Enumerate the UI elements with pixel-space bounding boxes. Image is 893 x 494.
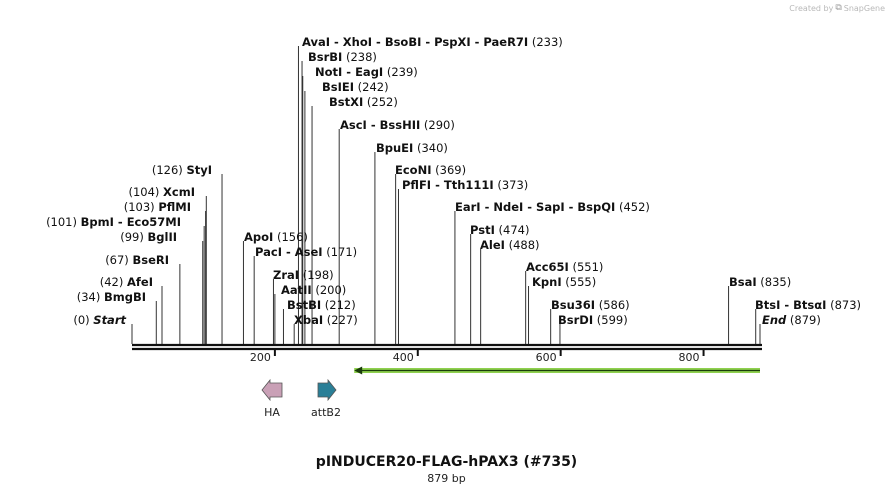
site-label-34: (34) BmgBI: [77, 290, 146, 304]
site-label-42: (42) AfeI: [100, 275, 153, 289]
site-label-340: BpuEI (340): [376, 141, 448, 155]
tick-label-200: 200: [250, 351, 271, 364]
snapgene-credit: Created by ⧉ SnapGene: [789, 3, 885, 13]
site-label-835: BsaI (835): [729, 275, 791, 289]
site-label-474: PstI (474): [470, 223, 529, 237]
tick-label-400: 400: [393, 351, 414, 364]
site-label-104: (104) XcmI: [128, 185, 195, 199]
site-label-586: Bsu36I (586): [551, 298, 630, 312]
sequence-backbone: [132, 343, 762, 351]
site-label-488: AleI (488): [480, 238, 540, 252]
end-label: End (879): [762, 313, 821, 327]
site-labels: AvaI - XhoI - BsoBI - PspXI - PaeR7I (23…: [46, 35, 861, 327]
tick-label-600: 600: [536, 351, 557, 364]
site-label-171: PacI - AseI (171): [255, 245, 357, 259]
credit-brand: SnapGene: [843, 3, 885, 13]
site-label-290: AscI - BssHII (290): [340, 118, 455, 132]
credit-prefix: Created by: [789, 3, 834, 13]
site-label-252: BstXI (252): [329, 95, 398, 109]
feature-label-attb2: attB2: [311, 406, 341, 419]
site-label-551: Acc65I (551): [526, 260, 603, 274]
site-label-156: ApoI (156): [244, 230, 308, 244]
site-label-238: BsrBI (238): [308, 50, 377, 64]
site-label-67: (67) BseRI: [105, 253, 169, 267]
site-label-227: XbaI (227): [294, 313, 358, 327]
site-label-452: EarI - NdeI - SapI - BspQI (452): [455, 200, 650, 214]
map-title: pINDUCER20-FLAG-hPAX3 (#735): [315, 454, 578, 470]
site-label-103: (103) PflMI: [124, 200, 191, 214]
site-label-99: (99) BglII: [120, 230, 177, 244]
start-label: (0) Start: [73, 313, 126, 327]
tick-label-800: 800: [679, 351, 700, 364]
site-label-126: (126) StyI: [152, 163, 212, 177]
site-label-101: (101) BpmI - Eco57MI: [46, 215, 181, 229]
site-label-555: KpnI (555): [532, 275, 596, 289]
site-label-599: BsrDI (599): [558, 313, 628, 327]
site-label-239: NotI - EagI (239): [315, 65, 418, 79]
site-label-200: AatII (200): [281, 283, 346, 297]
snapgene-logo-icon: ⧉: [835, 3, 842, 13]
site-label-373: PflFI - Tth111I (373): [402, 178, 528, 192]
site-label-233: AvaI - XhoI - BsoBI - PspXI - PaeR7I (23…: [302, 35, 563, 49]
site-label-369: EcoNI (369): [395, 163, 466, 177]
feature-arrow-ha-icon: [261, 378, 283, 402]
site-leader-lines: [131, 46, 761, 344]
orf-arrow: [354, 366, 760, 375]
map-length: 879 bp: [427, 472, 466, 485]
feature-arrows: HA attB2: [261, 378, 341, 419]
feature-label-ha: HA: [264, 406, 280, 419]
site-label-242: BsIEI (242): [322, 80, 389, 94]
ruler-ticks: 200 400 600 800: [250, 349, 705, 364]
site-label-212: BstBI (212): [287, 298, 356, 312]
site-label-873: BtsI - BtsαI (873): [755, 298, 861, 312]
orf-arrowhead-icon: [354, 366, 363, 375]
site-label-198: ZraI (198): [273, 268, 334, 282]
feature-arrow-attb2-icon: [317, 378, 337, 402]
